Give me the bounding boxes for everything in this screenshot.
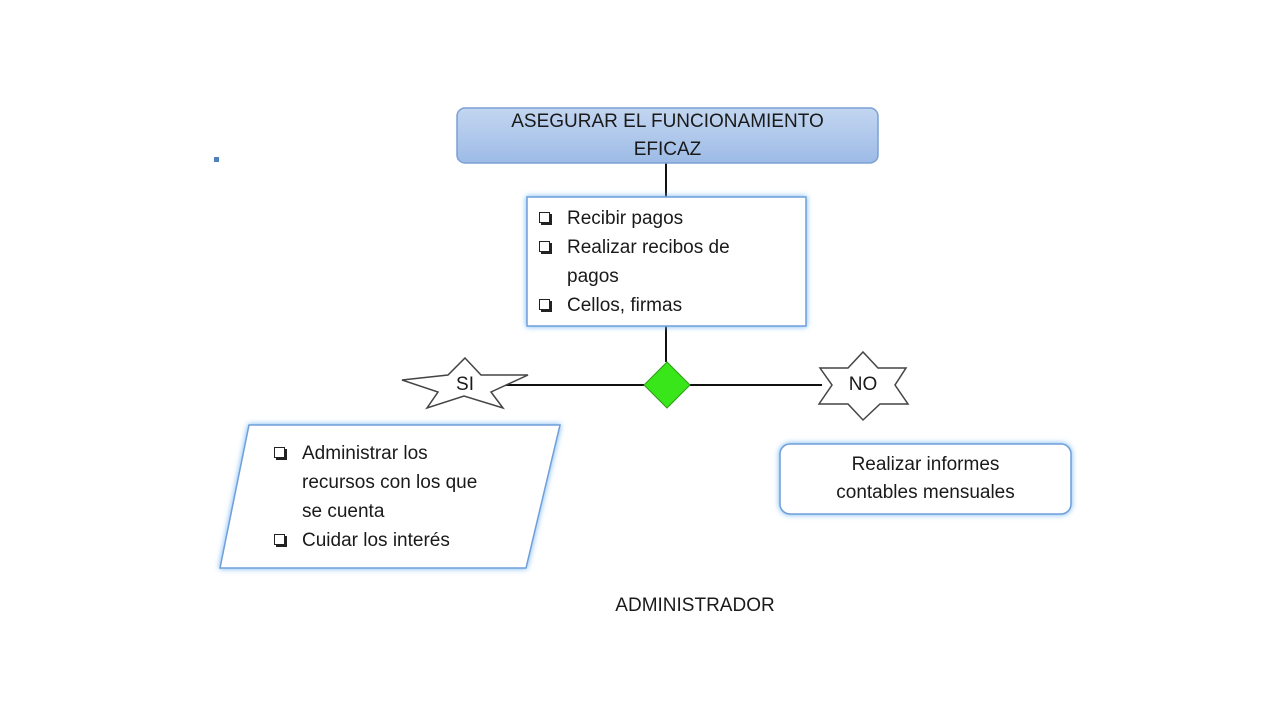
yes-item: Cuidar los interés bbox=[274, 526, 489, 555]
checkbox-bullet-icon bbox=[274, 534, 285, 545]
task-item: Realizar recibos de pagos bbox=[539, 233, 779, 291]
checkbox-bullet-icon bbox=[539, 299, 550, 310]
top-box-label: ASEGURAR EL FUNCIONAMIENTO EFICAZ bbox=[457, 108, 878, 164]
tasks-box bbox=[526, 196, 807, 327]
no-label: NO bbox=[848, 374, 878, 395]
tasks-list: Recibir pagos Realizar recibos de pagos … bbox=[539, 204, 779, 320]
yes-star bbox=[401, 356, 529, 410]
checkbox-bullet-icon bbox=[274, 447, 285, 458]
yes-label: SI bbox=[456, 374, 474, 395]
yes-item: Administrar los recursos con los que se … bbox=[274, 439, 489, 526]
no-box-line1: Realizar informes bbox=[851, 454, 1000, 475]
yes-box bbox=[219, 424, 561, 569]
task-item: Recibir pagos bbox=[539, 204, 779, 233]
no-box bbox=[779, 443, 1072, 515]
small-marker bbox=[214, 157, 219, 162]
checkbox-bullet-icon bbox=[539, 241, 550, 252]
no-box-line2: contables mensuales bbox=[836, 482, 1015, 503]
checkbox-bullet-icon bbox=[539, 212, 550, 223]
task-item: Cellos, firmas bbox=[539, 291, 779, 320]
no-box-label: Realizar informes contables mensuales bbox=[780, 451, 1071, 507]
top-box-line2: EFICAZ bbox=[633, 139, 702, 160]
footer-label: ADMINISTRADOR bbox=[615, 595, 775, 616]
top-box bbox=[456, 107, 879, 164]
yes-list: Administrar los recursos con los que se … bbox=[274, 439, 489, 555]
decision-diamond bbox=[643, 361, 691, 409]
top-box-line1: ASEGURAR EL FUNCIONAMIENTO bbox=[511, 111, 824, 132]
no-star bbox=[817, 350, 910, 422]
